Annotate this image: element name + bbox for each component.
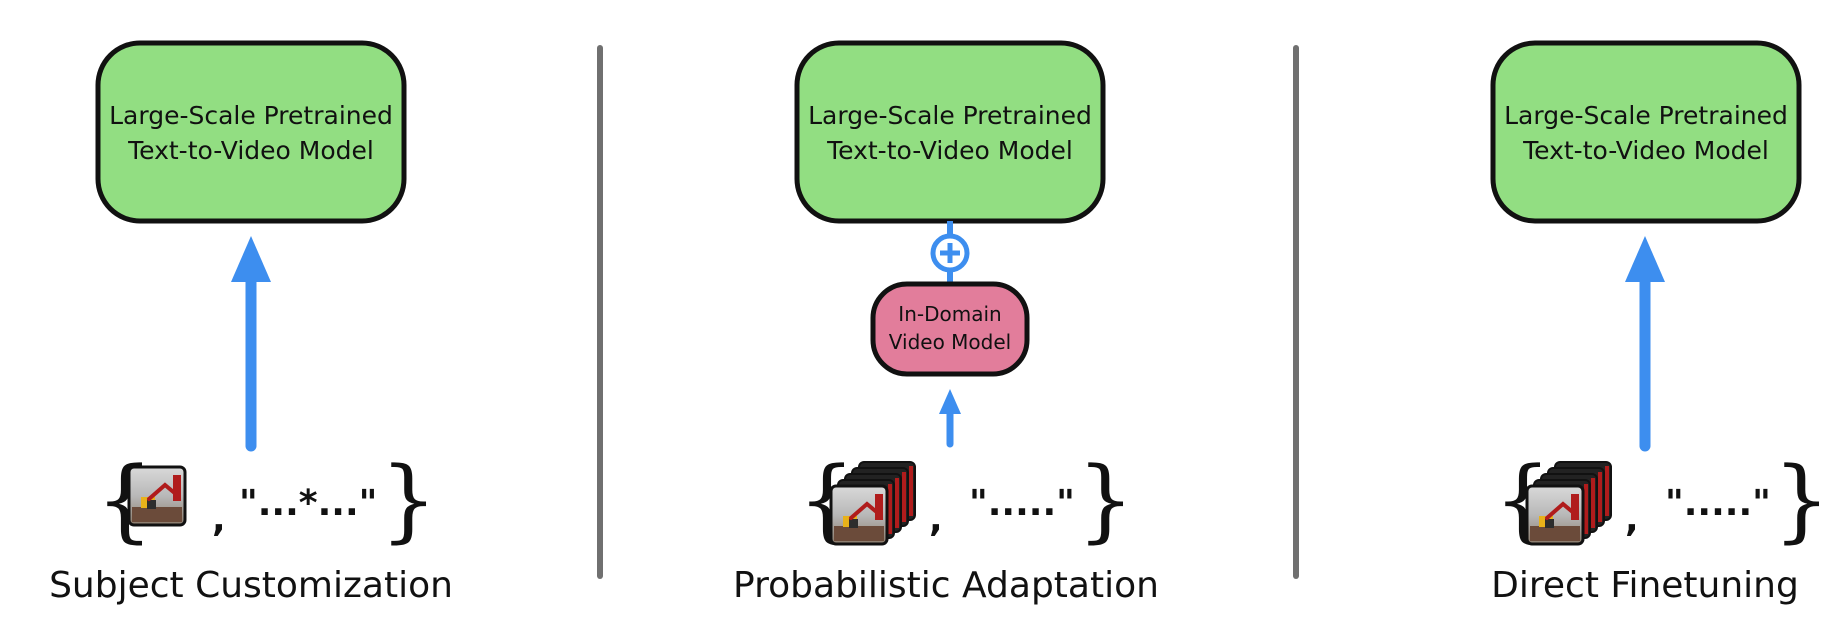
right-brace: } (1077, 448, 1134, 553)
panel-subject-customization: Large-Scale Pretrained Text-to-Video Mod… (49, 40, 453, 606)
input-prompt-text: "....." (969, 483, 1075, 524)
right-brace: } (1773, 448, 1830, 553)
up-arrow (1625, 236, 1665, 452)
model-box-line1: Large-Scale Pretrained (109, 101, 393, 130)
model-box-line1: Large-Scale Pretrained (808, 101, 1092, 130)
up-arrow (939, 389, 961, 448)
adapter-box-line2: Video Model (889, 330, 1011, 354)
caption: Probabilistic Adaptation (733, 565, 1159, 606)
comma: , (1625, 499, 1639, 540)
right-brace: } (380, 448, 437, 553)
up-arrow (231, 236, 271, 452)
model-box-line1: Large-Scale Pretrained (1504, 101, 1788, 130)
model-box-line2: Text-to-Video Model (1522, 136, 1769, 165)
input-prompt-text: "....." (1665, 483, 1771, 524)
adapter-box (870, 281, 1030, 377)
panel-direct-finetuning: Large-Scale Pretrained Text-to-Video Mod… (1490, 40, 1830, 606)
panel-probabilistic-adaptation: Large-Scale Pretrained Text-to-Video Mod… (733, 40, 1159, 606)
model-box-line2: Text-to-Video Model (127, 136, 374, 165)
comma: , (929, 499, 943, 540)
model-box (95, 40, 407, 224)
image-thumbnail (127, 465, 187, 527)
caption: Direct Finetuning (1491, 565, 1799, 606)
caption: Subject Customization (49, 565, 453, 606)
model-box (1490, 40, 1802, 224)
plus-circle-icon (930, 233, 970, 273)
model-box-line2: Text-to-Video Model (826, 136, 1073, 165)
comma: , (212, 499, 226, 540)
model-box (794, 40, 1106, 224)
adapter-box-line1: In-Domain (898, 302, 1001, 326)
input-prompt-text: "...*..." (239, 483, 377, 524)
